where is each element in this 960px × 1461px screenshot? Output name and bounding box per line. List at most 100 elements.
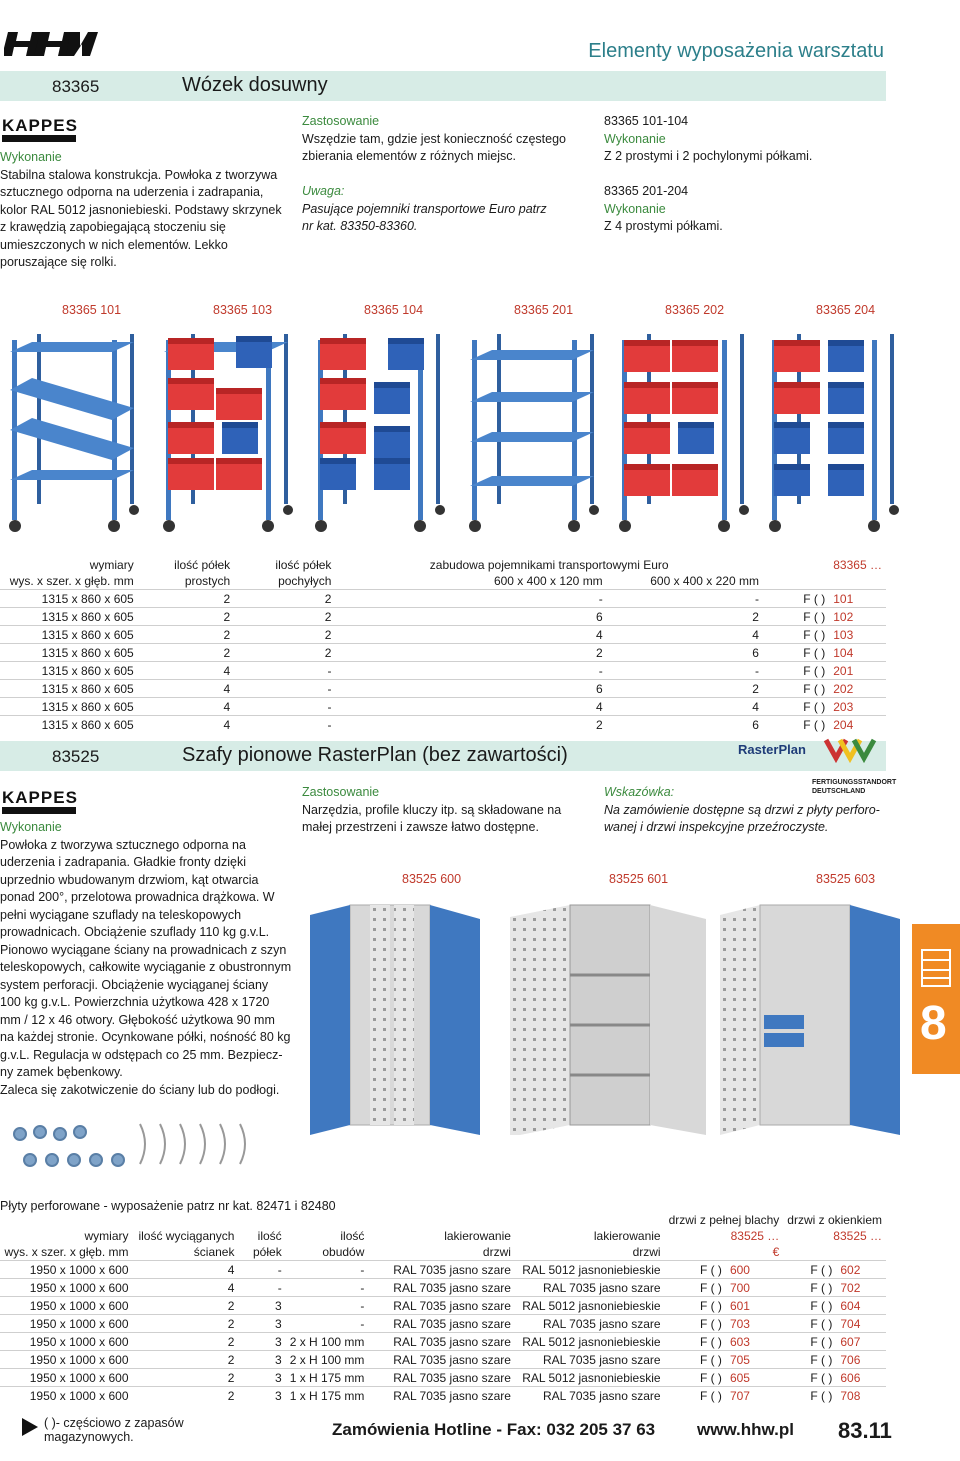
th: obudów	[322, 1245, 365, 1259]
th: 83525 …	[833, 1229, 882, 1243]
table-cell: -	[606, 589, 763, 608]
table-cell: RAL 7035 jasno szare	[368, 1332, 515, 1351]
table-cell: 103	[829, 625, 886, 644]
table-cell: RAL 5012 jasnoniebieskie	[514, 1260, 665, 1279]
table-cell: 4	[606, 697, 763, 716]
table-cell: F ( )	[762, 715, 830, 733]
th: drzwi z pełnej blachy	[668, 1213, 780, 1227]
table-cell: -	[238, 1278, 286, 1297]
spec-table-83365: wymiary ilość półek ilość półek zabudowa…	[0, 557, 886, 733]
table-cell: F ( )	[762, 589, 830, 608]
th: 600 x 400 x 120 mm	[493, 574, 603, 588]
text-line: wanej i drzwi inspekcyjne przeźroczyste.	[604, 820, 829, 834]
table-cell: 2	[132, 1296, 239, 1315]
table-cell: 1 x H 175 mm	[285, 1386, 369, 1404]
footer: ( )- częściowo z zapasów magazynowych. Z…	[0, 1412, 960, 1452]
deutschland-badge-icon	[818, 736, 882, 770]
table-cell: 101	[829, 589, 886, 608]
table-cell: 4	[335, 697, 607, 716]
table-cell: 3	[238, 1386, 286, 1404]
zastosowanie-label: Zastosowanie	[302, 114, 380, 128]
table-cell: 2	[606, 607, 763, 626]
table-cell: 707	[725, 1386, 784, 1404]
text-line: ny zamek bębenkowy.	[0, 1065, 123, 1079]
table-cell: RAL 5012 jasnoniebieskie	[514, 1332, 665, 1351]
th: €	[772, 1245, 780, 1259]
table-cell: 1315 x 860 x 605	[0, 661, 138, 680]
table-cell: RAL 7035 jasno szare	[368, 1260, 515, 1279]
rasterplan-logo: RasterPlan	[738, 742, 806, 757]
table-cell: RAL 7035 jasno szare	[514, 1386, 665, 1404]
table-cell: 1315 x 860 x 605	[0, 643, 138, 662]
table-cell: -	[285, 1296, 369, 1315]
svg-text:KAPPES: KAPPES	[2, 116, 78, 135]
th: drzwi z okienkiem	[787, 1213, 882, 1227]
table-cell: F ( )	[783, 1296, 837, 1315]
s1-zastosowanie: Zastosowanie Wszędzie tam, gdzie jest ko…	[302, 113, 592, 236]
arrow-icon	[22, 1418, 38, 1436]
wskazowka-label: Wskazówka:	[604, 785, 675, 799]
table-cell: 3	[238, 1350, 286, 1369]
table-cell: 603	[725, 1332, 784, 1351]
text-line: uprzednio wbudowanym drzwiom, kąt otwarc…	[0, 872, 259, 887]
table-cell: 1950 x 1000 x 600	[0, 1350, 133, 1369]
table-cell: 706	[836, 1350, 886, 1369]
table-cell: 6	[335, 679, 607, 698]
table-cell: 2	[234, 625, 336, 644]
product-label: 83365 103	[213, 303, 273, 317]
table-cell: 4	[137, 715, 235, 733]
table-cell: 1950 x 1000 x 600	[0, 1278, 133, 1297]
s2-wskazowka: Wskazówka: Na zamówienie dostępne są drz…	[604, 784, 894, 837]
th: prostych	[184, 574, 231, 588]
table-cell: 203	[829, 697, 886, 716]
table-cell: 4	[137, 679, 235, 698]
table-cell: RAL 7035 jasno szare	[368, 1368, 515, 1387]
s1-variants: 83365 101-104 Wykonanie Z 2 prostymi i 2…	[604, 113, 904, 236]
table-cell: F ( )	[664, 1278, 726, 1297]
table-cell: 1315 x 860 x 605	[0, 679, 138, 698]
table-cell: F ( )	[762, 607, 830, 626]
text-line: zbierania elementów z różnych miejsc.	[302, 149, 516, 163]
text-line: na każdej stronie. Ocynkowane półki, noś…	[0, 1030, 291, 1044]
table-cell: 1950 x 1000 x 600	[0, 1368, 133, 1387]
table-cell: 600	[725, 1260, 784, 1279]
text-line: umieszczonych w nich elementów. Lekko	[0, 237, 228, 252]
table-cell: 2	[234, 589, 336, 608]
variant-label: Wykonanie	[604, 201, 666, 216]
table-cell: 6	[606, 643, 763, 662]
table-cell: 1315 x 860 x 605	[0, 607, 138, 626]
website-link[interactable]: www.hhw.pl	[697, 1420, 794, 1439]
th: zabudowa pojemnikami transportowymi Euro	[429, 558, 669, 572]
table-cell: 601	[725, 1296, 784, 1315]
text-line: system perforacji. Obciążenie wyciąganej…	[0, 977, 269, 992]
table-cell: -	[238, 1260, 286, 1279]
table-cell: -	[285, 1278, 369, 1297]
table-cell: 1 x H 175 mm	[285, 1368, 369, 1387]
table-cell: F ( )	[664, 1332, 726, 1351]
table-cell: F ( )	[762, 625, 830, 644]
table-cell: 2 x H 100 mm	[285, 1332, 369, 1351]
table-cell: 2	[335, 715, 607, 733]
product-label: 83525 600	[402, 872, 462, 886]
product-label: 83525 601	[609, 872, 669, 886]
table-cell: 4	[132, 1260, 239, 1279]
table-cell: RAL 5012 jasnoniebieskie	[514, 1368, 665, 1387]
text-line: magazynowych.	[44, 1430, 134, 1444]
wykonanie-label: Wykonanie	[0, 820, 62, 834]
product-label: 83365 201	[514, 303, 574, 317]
table-cell: 201	[829, 661, 886, 680]
table-cell: 2	[335, 643, 607, 662]
th: 600 x 400 x 220 mm	[650, 574, 759, 588]
text-line: Pasujące pojemniki transportowe Euro pat…	[302, 201, 547, 216]
th: drzwi	[632, 1245, 661, 1259]
table-cell: 4	[335, 625, 607, 644]
table-cell: -	[606, 661, 763, 680]
